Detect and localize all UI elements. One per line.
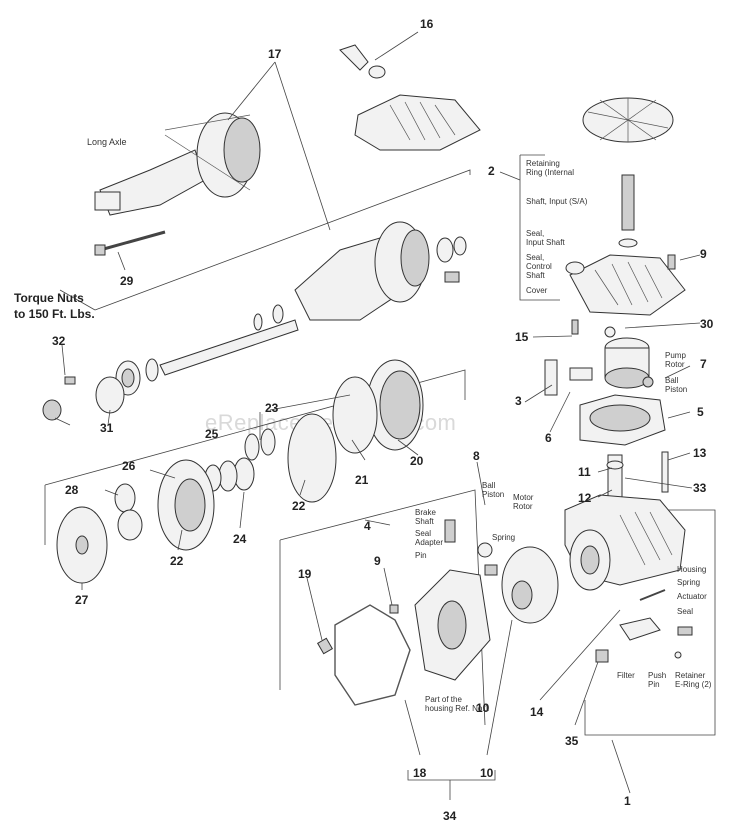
label-retainer-1: Retainer: [675, 671, 706, 680]
label-ball-piston-l2: Piston: [482, 490, 504, 499]
center-housing-drawing: [579, 394, 669, 501]
callout-26: 26: [122, 459, 136, 473]
callout-9b: 9: [374, 554, 381, 568]
torque-note-line1: Torque Nuts: [14, 291, 84, 305]
label-seal-r: Seal: [677, 607, 693, 616]
callout-10b: 10: [480, 766, 494, 780]
notes: Torque Nuts to 150 Ft. Lbs. Long Axle Pa…: [14, 137, 490, 713]
callout-25: 25: [205, 427, 219, 441]
part-labels: Retaining Ring (Internal Shaft, Input (S…: [415, 159, 712, 689]
label-ball-piston-r2: Piston: [665, 385, 687, 394]
axle-shaft-drawing: [42, 304, 299, 421]
label-spring-l: Spring: [492, 533, 515, 542]
label-housing: Housing: [677, 565, 706, 574]
callout-24: 24: [233, 532, 247, 546]
callout-16: 16: [420, 17, 434, 31]
breather-cover-drawing: [339, 44, 481, 151]
callout-17: 17: [268, 47, 282, 61]
label-cover: Cover: [526, 286, 548, 295]
motor-rotor-drawing: [444, 519, 559, 624]
callout-27: 27: [75, 593, 89, 607]
callout-30: 30: [700, 317, 714, 331]
callout-20: 20: [410, 454, 424, 468]
actuator-parts-drawing: [595, 589, 693, 663]
callout-5: 5: [697, 405, 704, 419]
label-seal-control-1: Seal,: [526, 253, 544, 262]
label-motor-rotor-2: Rotor: [513, 502, 533, 511]
label-seal-input-1: Seal,: [526, 229, 544, 238]
callout-1: 1: [624, 794, 631, 808]
callout-10a: 10: [476, 701, 490, 715]
callout-29: 29: [120, 274, 134, 288]
callout-13: 13: [693, 446, 707, 460]
label-brake-shaft-1: Brake: [415, 508, 436, 517]
callout-35: 35: [565, 734, 579, 748]
label-pin: Pin: [415, 551, 427, 560]
callout-12: 12: [578, 491, 592, 505]
callout-numbers: 16 17 29 2 9 15 30 7 3 6 5 13 33 11 12 8…: [52, 17, 714, 823]
label-ball-piston-l1: Ball: [482, 481, 496, 490]
bolt-29-drawing: [94, 230, 166, 256]
callout-15: 15: [515, 330, 529, 344]
callout-2: 2: [488, 164, 495, 178]
label-retaining-ring-2: Ring (Internal: [526, 168, 574, 177]
callout-22a: 22: [292, 499, 306, 513]
label-pump-rotor-1: Pump: [665, 351, 686, 360]
label-retaining-ring-1: Retaining: [526, 159, 560, 168]
callout-28: 28: [65, 483, 79, 497]
callout-14: 14: [530, 705, 544, 719]
callout-11: 11: [578, 465, 591, 479]
pump-rotor-drawing: [544, 319, 654, 396]
callout-33: 33: [693, 481, 707, 495]
fan-and-cover-drawing: [565, 97, 686, 316]
label-seal-adapter-2: Adapter: [415, 538, 443, 547]
callout-21: 21: [355, 473, 369, 487]
callout-31: 31: [100, 421, 114, 435]
label-motor-rotor-1: Motor: [513, 493, 534, 502]
long-axle-note: Long Axle: [87, 137, 127, 147]
callout-8: 8: [473, 449, 480, 463]
torque-note-line2: to 150 Ft. Lbs.: [14, 307, 95, 321]
callout-23: 23: [265, 401, 279, 415]
assembly-frames: [44, 154, 716, 736]
callout-22b: 22: [170, 554, 184, 568]
axle-housing-center-drawing: [294, 221, 467, 321]
part-of-housing-line2: housing Ref. No.1: [425, 704, 490, 713]
callout-34: 34: [443, 809, 457, 823]
part-of-housing-line1: Part of the: [425, 695, 462, 704]
label-seal-input-2: Input Shaft: [526, 238, 565, 247]
callout-3: 3: [515, 394, 522, 408]
main-housing-drawing: [564, 494, 686, 591]
callout-19: 19: [298, 567, 312, 581]
label-retainer-2: E-Ring (2): [675, 680, 712, 689]
callout-9a: 9: [700, 247, 707, 261]
label-filter: Filter: [617, 671, 635, 680]
label-brake-shaft-2: Shaft: [415, 517, 434, 526]
label-shaft-input: Shaft, Input (S/A): [526, 197, 588, 206]
callout-18a: 18: [413, 766, 427, 780]
brake-plate-drawing: [316, 569, 491, 706]
leader-lines: [54, 31, 701, 800]
callout-32: 32: [52, 334, 66, 348]
label-ball-piston-r1: Ball: [665, 376, 679, 385]
label-spring-r: Spring: [677, 578, 700, 587]
callout-6: 6: [545, 431, 552, 445]
label-push-pin-2: Pin: [648, 680, 660, 689]
callout-4: 4: [364, 519, 371, 533]
label-actuator: Actuator: [677, 592, 707, 601]
label-seal-adapter-1: Seal: [415, 529, 431, 538]
long-axle-housing-drawing: [94, 112, 261, 216]
label-pump-rotor-2: Rotor: [665, 360, 685, 369]
label-seal-control-3: Shaft: [526, 271, 545, 280]
label-seal-control-2: Control: [526, 262, 552, 271]
label-push-pin-1: Push: [648, 671, 666, 680]
callout-7: 7: [700, 357, 707, 371]
